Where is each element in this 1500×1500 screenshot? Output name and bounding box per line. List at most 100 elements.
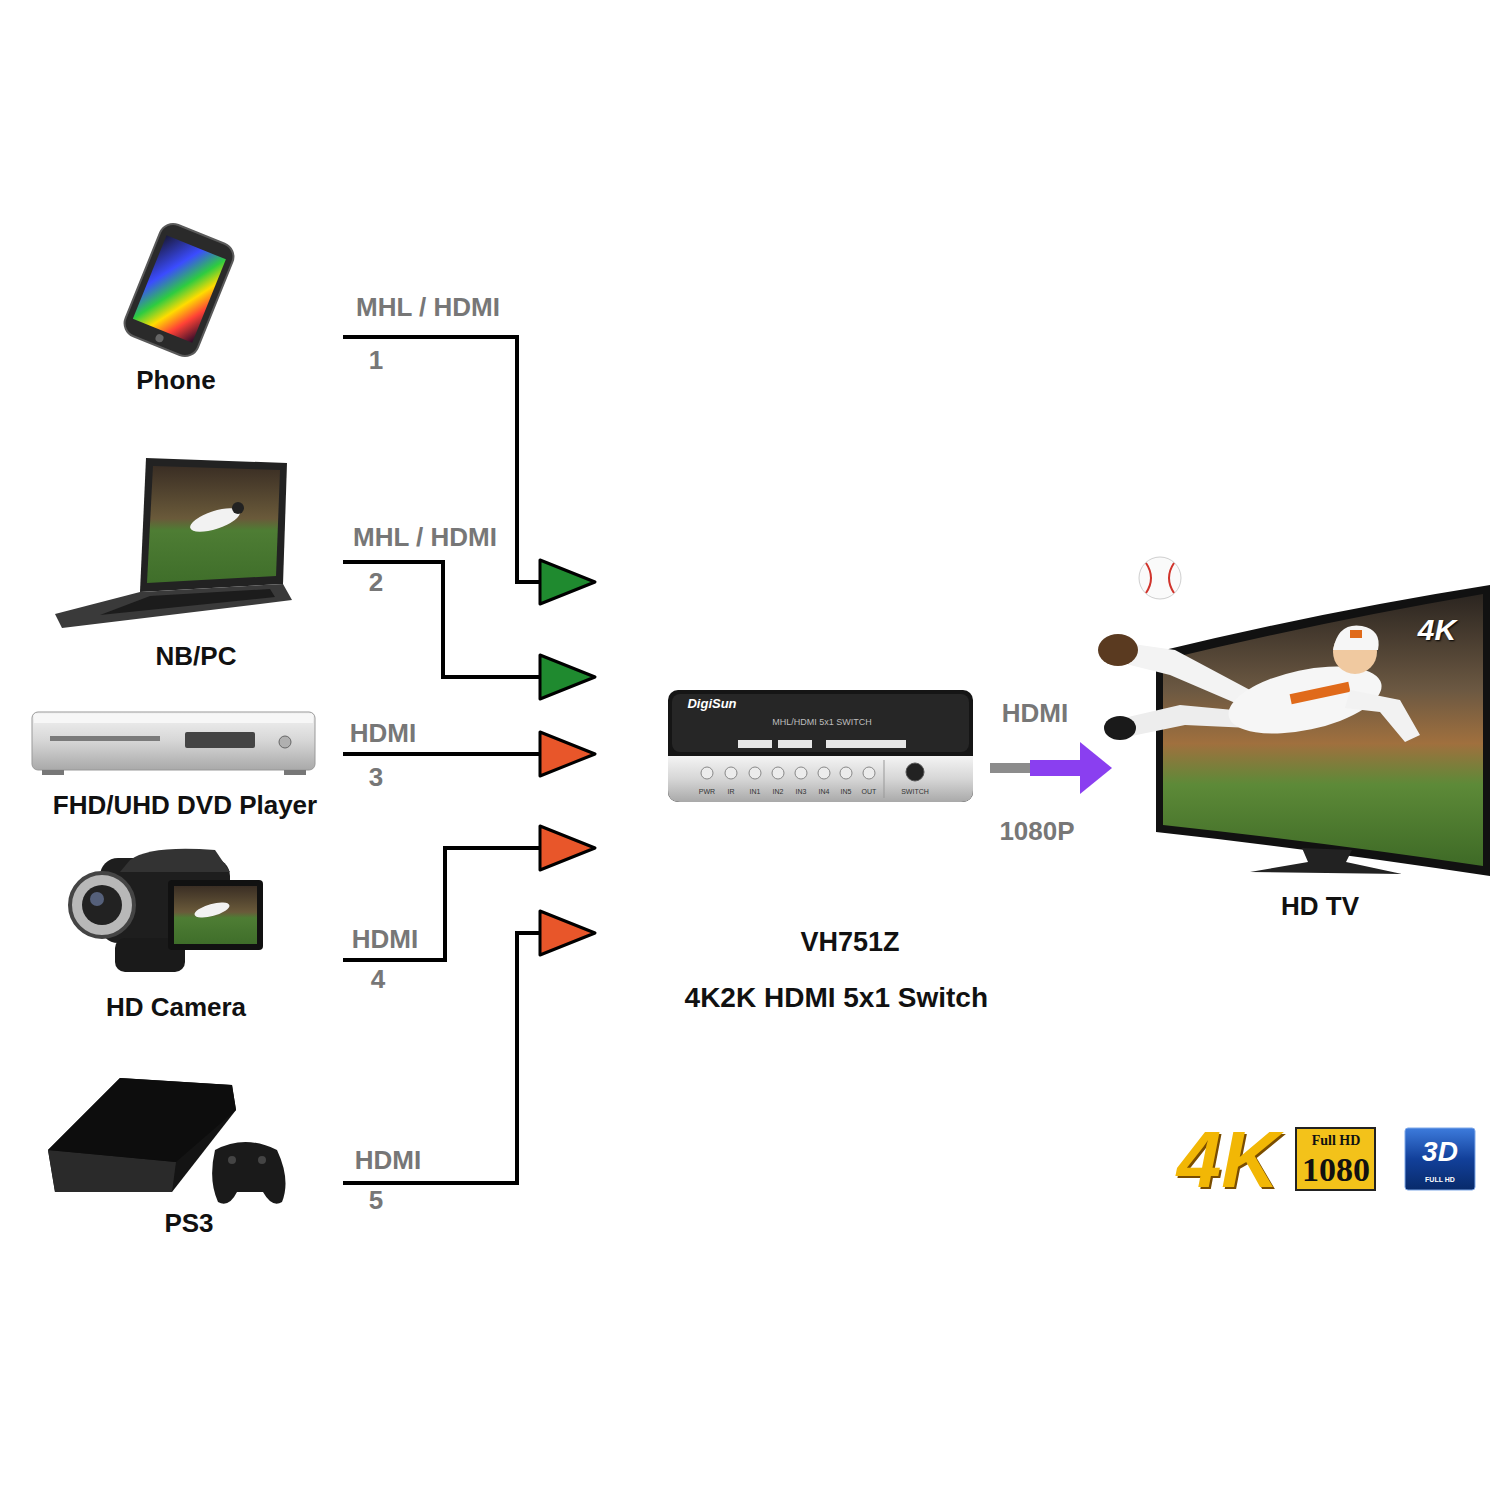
dvd-player-illustration [34,714,313,723]
camcorder-illustration [193,900,231,921]
tv-illustration [1250,848,1402,874]
camcorder-illustration [70,873,134,937]
signal-arrow-shaft [1030,760,1080,776]
dvd-player-illustration [42,770,64,775]
dvd-player-device: FHD/UHD DVD Player [20,700,343,825]
panel-label: IN5 [841,788,852,795]
hdmi-switch-illustration [840,767,852,779]
hdmi-switch-illustration [701,767,713,779]
camcorder-illustration [82,885,122,925]
hdmi-switch-illustration [749,767,761,779]
console-illustration [228,1156,236,1164]
hdmi-switch-illustration [668,690,973,802]
output-connector [990,742,1112,794]
input-connector [343,562,595,699]
hdmi-switch-illustration [906,763,924,781]
connector-line [343,933,540,1183]
camcorder-illustration [168,880,263,950]
device-label: NB/PC [156,642,237,672]
tv-illustration [1098,585,1490,876]
tv-illustration [1098,634,1138,666]
camera-device: HD Camera [20,840,343,1030]
dvd-player-illustration [185,732,255,748]
4k-badge: 4K [1177,1120,1279,1200]
panel-label: IN1 [750,788,761,795]
tv-illustration [1345,690,1420,742]
callout-number: 2 [369,568,383,598]
hdmi-switch-illustration [725,767,737,779]
baseball-illustration [1169,563,1174,593]
tv-illustration [1333,626,1379,651]
phone-illustration [154,333,164,343]
connector-line [343,752,540,756]
device-label: HD TV [1281,892,1359,922]
dvd-player-illustration [32,712,315,770]
panel-label: PWR [699,788,715,795]
hdmi-switch: VH751Z 4K2K HDMI 5x1 Switch [597,570,990,1025]
console-illustration [48,1078,236,1162]
device-label: Phone [136,366,215,396]
arrow-head [540,560,595,604]
input-connector [343,911,595,1183]
hdmi-switch-illustration [826,740,906,748]
baseball-illustration [1139,557,1181,599]
baseball-illustration [1139,557,1181,599]
laptop-illustration [140,458,287,592]
laptop-device: NB/PC [20,450,343,675]
console-illustration [48,1078,236,1192]
connection-label: HDMI [1002,699,1068,729]
tv-illustration [1290,682,1351,704]
connector-line [343,337,540,582]
tv-illustration [1104,716,1136,740]
dvd-player-illustration [279,736,291,748]
model-number: VH751Z [800,927,899,958]
panel-label: IR [728,788,735,795]
laptop-illustration [100,589,275,615]
panel-label: IN3 [796,788,807,795]
baseball-illustration [1146,563,1151,593]
dvd-player-illustration [50,736,160,741]
resolution-label: 1080P [999,817,1074,847]
camcorder-illustration [120,849,230,872]
connection-label: HDMI [350,719,416,749]
3d-badge-subtext: FULL HD [1425,1176,1455,1183]
console-device: PS3 [20,1060,343,1245]
phone-device: Phone [20,225,343,405]
panel-label: IN2 [773,788,784,795]
hdmi-switch-illustration [668,756,973,802]
console-illustration [212,1142,285,1204]
product-title: 4K2K HDMI 5x1 Switch [685,982,988,1014]
camcorder-illustration [174,886,257,944]
laptop-illustration [147,466,280,583]
hdmi-switch-illustration [778,740,812,748]
camcorder-illustration [90,892,104,906]
panel-label: OUT [862,788,877,795]
connector-line [343,848,540,960]
hdmi-switch-illustration [863,767,875,779]
hdmi-switch-illustration [884,760,885,798]
input-connector [343,826,595,960]
fullhd-badge-text: Full HD [1312,1134,1361,1148]
tv-illustration [1163,594,1483,866]
cable-segment [990,763,1030,773]
callout-number: 1 [369,346,383,376]
laptop-illustration [55,458,292,628]
connection-label: MHL / HDMI [353,523,497,553]
resolution-mark: 4K [1418,613,1456,648]
tv-illustration [1350,630,1362,638]
panel-label: SWITCH [901,788,929,795]
device-label: HD Camera [106,993,246,1023]
connection-label: HDMI [355,1146,421,1176]
arrow-head [540,911,595,955]
dvd-player-illustration [284,770,306,775]
device-label: PS3 [164,1209,213,1239]
device-label: FHD/UHD DVD Player [53,791,317,821]
callout-number: 5 [369,1186,383,1216]
console-illustration [258,1156,266,1164]
camcorder-illustration [70,849,263,972]
hdmi-switch-illustration [672,694,969,752]
console-illustration [48,1078,286,1204]
hdmi-switch-illustration [772,767,784,779]
